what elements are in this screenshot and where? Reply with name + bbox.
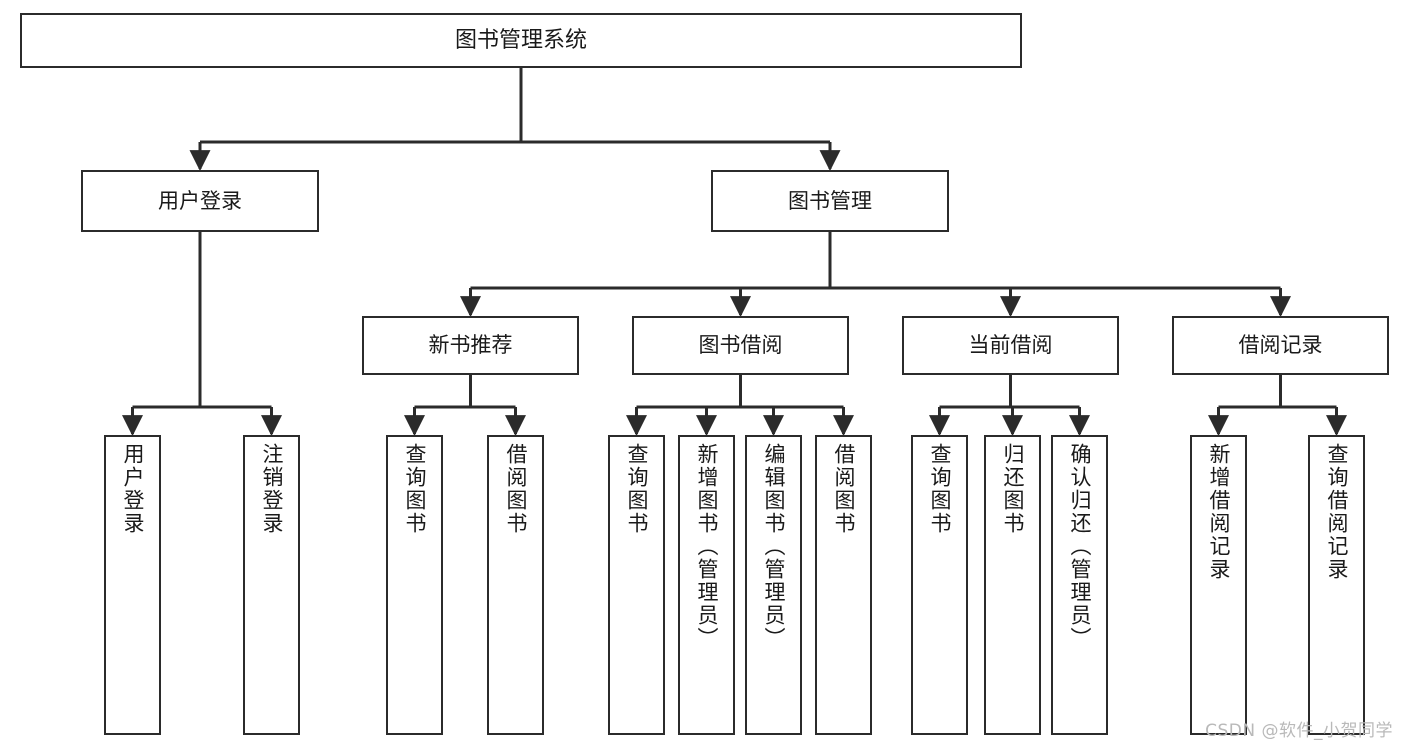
node-n-login[interactable]: 用户登录 <box>81 170 319 232</box>
node-label: 借阅图书 <box>504 443 528 535</box>
node-label: 借阅图书 <box>832 443 856 535</box>
node-l-10[interactable]: 归还图书 <box>984 435 1041 735</box>
node-label: 查询图书 <box>928 443 952 535</box>
node-label: 当前借阅 <box>968 333 1053 358</box>
node-n-new[interactable]: 新书推荐 <box>362 316 579 375</box>
node-label: 查询借阅记录 <box>1325 443 1349 581</box>
node-l-13[interactable]: 查询借阅记录 <box>1308 435 1365 735</box>
node-label: 图书管理 <box>788 188 872 213</box>
node-l-12[interactable]: 新增借阅记录 <box>1190 435 1247 735</box>
node-l-2[interactable]: 注销登录 <box>243 435 300 735</box>
node-n-cur[interactable]: 当前借阅 <box>902 316 1119 375</box>
node-label: 归还图书 <box>1001 443 1025 535</box>
node-l-3[interactable]: 查询图书 <box>386 435 443 735</box>
node-l-11[interactable]: 确认归还（管理员） <box>1051 435 1108 735</box>
node-l-8[interactable]: 借阅图书 <box>815 435 872 735</box>
node-label: 用户登录 <box>158 188 242 213</box>
watermark: CSDN @软件_小贺同学 <box>1205 721 1393 741</box>
node-l-1[interactable]: 用户登录 <box>104 435 161 735</box>
node-label: 查询图书 <box>403 443 427 535</box>
node-l-7[interactable]: 编辑图书（管理员） <box>745 435 802 735</box>
node-l-5[interactable]: 查询图书 <box>608 435 665 735</box>
node-n-rec[interactable]: 借阅记录 <box>1172 316 1389 375</box>
node-n-books[interactable]: 图书管理 <box>711 170 949 232</box>
node-label: 确认归还（管理员） <box>1068 443 1092 650</box>
node-label: 新增借阅记录 <box>1207 443 1231 581</box>
node-l-6[interactable]: 新增图书（管理员） <box>678 435 735 735</box>
node-root[interactable]: 图书管理系统 <box>20 13 1022 68</box>
node-n-borrow[interactable]: 图书借阅 <box>632 316 849 375</box>
node-label: 借阅记录 <box>1238 333 1323 358</box>
node-label: 图书借阅 <box>698 333 783 358</box>
node-label: 新书推荐 <box>428 333 513 358</box>
node-l-9[interactable]: 查询图书 <box>911 435 968 735</box>
node-label: 用户登录 <box>121 443 145 535</box>
node-label: 编辑图书（管理员） <box>762 443 786 650</box>
node-label: 新增图书（管理员） <box>695 443 719 650</box>
node-label: 图书管理系统 <box>454 27 587 53</box>
node-l-4[interactable]: 借阅图书 <box>487 435 544 735</box>
node-label: 查询图书 <box>625 443 649 535</box>
node-label: 注销登录 <box>260 443 284 535</box>
